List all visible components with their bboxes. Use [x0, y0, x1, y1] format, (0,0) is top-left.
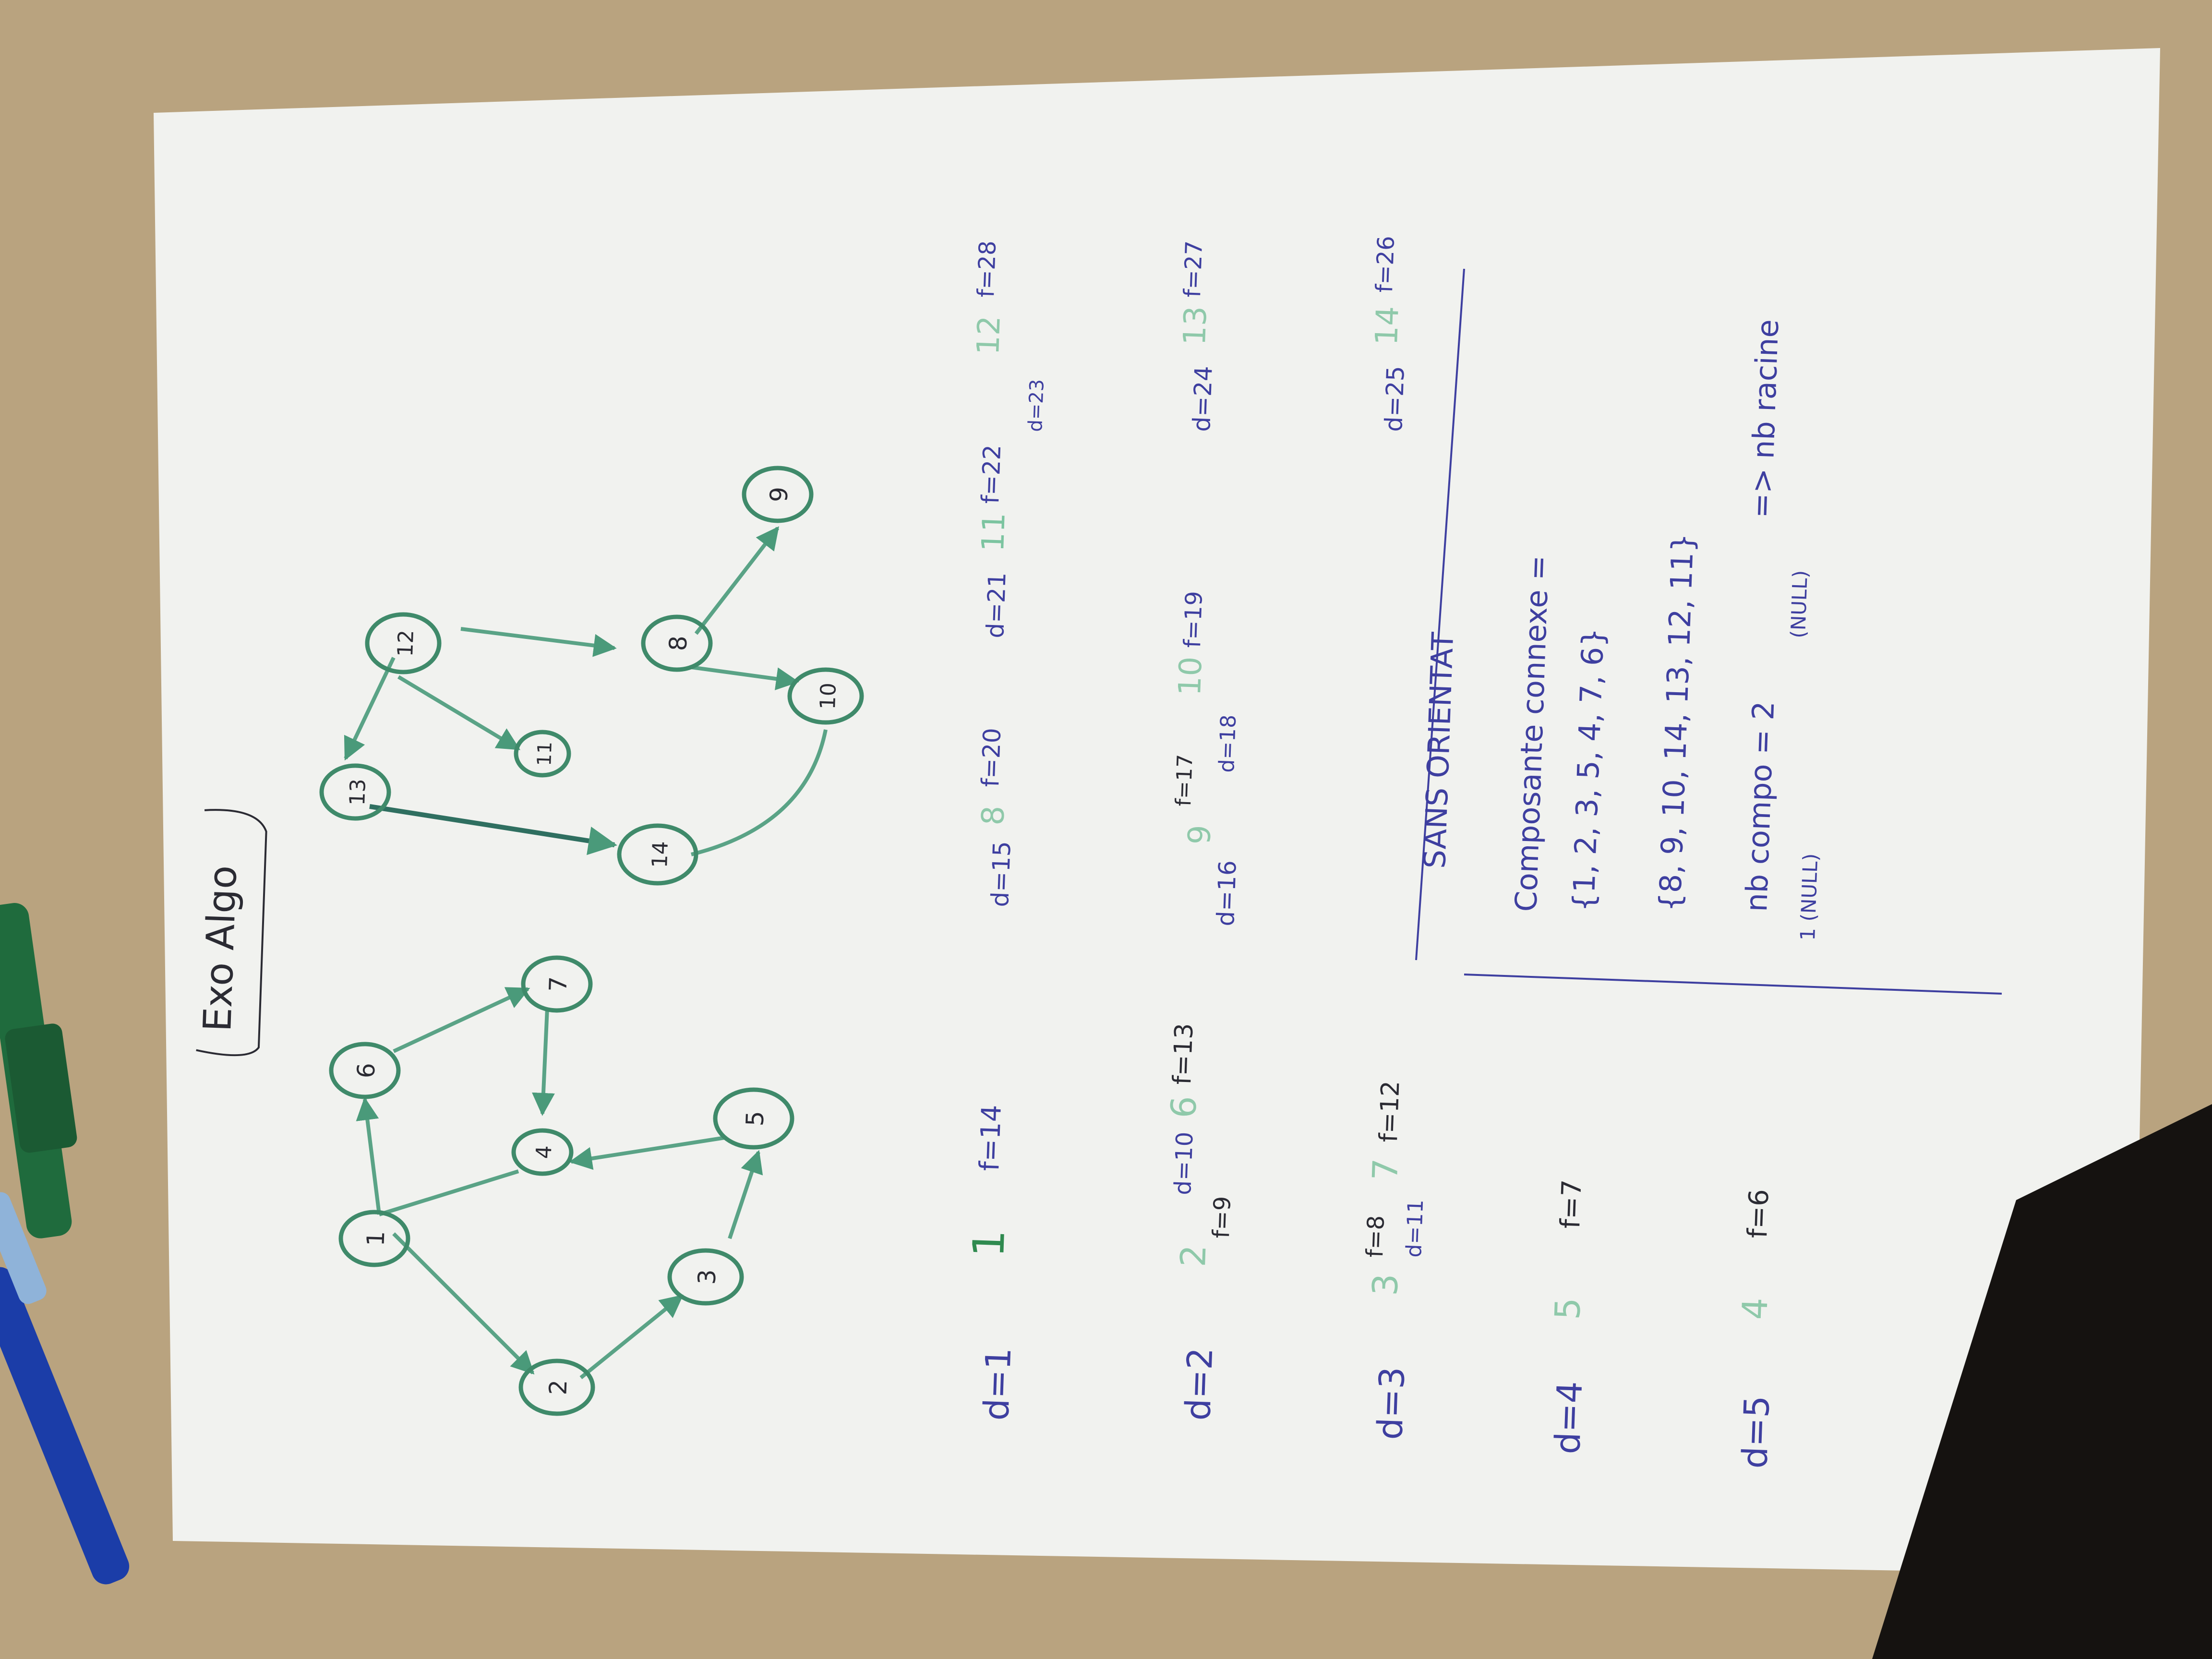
graph-node: 6: [329, 1042, 401, 1099]
paper-sheet: [154, 48, 2160, 1575]
green-pen: [0, 903, 77, 1238]
svg-text:9: 9: [1182, 824, 1218, 845]
graph-node: 10: [787, 667, 864, 725]
graph-node: 13: [319, 763, 391, 821]
svg-text:d=24: d=24: [1188, 365, 1218, 432]
svg-text:d=11: d=11: [1402, 1199, 1428, 1258]
dfs-row: d=15 8 f=20 d=21 11 f=22 d=23 12 f=28: [971, 240, 1048, 907]
graph-node: 4: [511, 1128, 574, 1176]
dfs-row: d=3 3 f=8 d=11 7 f=12: [1361, 1080, 1428, 1440]
page-title: Exo Algo: [195, 865, 245, 1033]
svg-text:7: 7: [1365, 1158, 1406, 1181]
svg-text:1: 1: [361, 1230, 390, 1247]
null-label-1: 1 (NULL): [1796, 853, 1822, 941]
svg-text:d=1: d=1: [976, 1347, 1019, 1421]
svg-text:2: 2: [544, 1379, 572, 1395]
svg-text:d=15: d=15: [986, 841, 1016, 907]
sans-orientat-section: SANS ORIENTAT Composante connexe = {1, 2…: [1415, 268, 2002, 995]
svg-text:11: 11: [975, 512, 1012, 553]
dfs-row: d=16 9 f=17 d=18 10 f=19 d=24 13 f=27: [1171, 240, 1242, 926]
svg-text:f=17: f=17: [1171, 754, 1198, 806]
graph-node: 14: [617, 823, 698, 886]
dfs-table-left: d=1 1 f=14 d=2 2 f=9 d=10 6 f=13 d=3 3 f…: [963, 1022, 1777, 1469]
svg-text:d=3: d=3: [1370, 1366, 1412, 1441]
graph-2: [344, 526, 828, 856]
svg-text:f=19: f=19: [1179, 590, 1208, 648]
svg-text:10: 10: [816, 682, 841, 710]
graph-node: 11: [514, 730, 571, 778]
svg-text:14: 14: [648, 841, 673, 868]
graph-node: 2: [518, 1358, 595, 1416]
svg-text:f=22: f=22: [976, 444, 1006, 504]
svg-text:4: 4: [532, 1145, 557, 1159]
graph-node: 3: [667, 1248, 744, 1306]
svg-text:f=14: f=14: [974, 1104, 1008, 1171]
svg-text:1: 1: [963, 1229, 1015, 1258]
svg-text:12: 12: [971, 315, 1008, 356]
svg-text:d=21: d=21: [981, 572, 1011, 638]
svg-text:f=13: f=13: [1168, 1022, 1199, 1085]
svg-text:f=9: f=9: [1208, 1196, 1236, 1239]
svg-text:d=23: d=23: [1024, 379, 1048, 432]
svg-text:7: 7: [544, 976, 572, 992]
graph-1-nodes: 1 2 3 4 5 6 7: [329, 955, 794, 1416]
svg-text:d=5: d=5: [1734, 1395, 1777, 1469]
svg-text:13: 13: [1177, 306, 1214, 346]
graph-node: 9: [742, 466, 814, 523]
svg-text:5: 5: [741, 1110, 769, 1127]
svg-text:9: 9: [765, 486, 793, 503]
svg-text:f=7: f=7: [1555, 1179, 1588, 1229]
svg-text:d=10: d=10: [1169, 1131, 1199, 1196]
null-label-2: (NULL): [1786, 570, 1812, 638]
svg-text:f=26: f=26: [1371, 235, 1400, 293]
svg-text:11: 11: [533, 741, 556, 766]
nb-compo: nb compo = 2: [1739, 700, 1781, 912]
svg-text:10: 10: [1172, 656, 1209, 697]
svg-text:d=18: d=18: [1214, 714, 1241, 773]
graph-node: 5: [713, 1087, 794, 1150]
svg-text:d=25: d=25: [1380, 365, 1410, 432]
svg-text:d=4: d=4: [1547, 1381, 1590, 1455]
svg-text:f=28: f=28: [973, 240, 1001, 298]
svg-text:5: 5: [1547, 1297, 1588, 1321]
svg-text:8: 8: [664, 635, 692, 651]
svg-text:f=8: f=8: [1361, 1215, 1390, 1258]
graph-2-nodes: 8 9 10 11 12 13 14: [319, 466, 864, 886]
graph-1: [356, 987, 763, 1380]
dfs-row: d=1 1 f=14: [963, 1104, 1019, 1421]
svg-text:13: 13: [345, 778, 371, 806]
svg-text:14: 14: [1369, 306, 1406, 346]
blue-pen: [0, 1192, 130, 1585]
svg-text:6: 6: [352, 1062, 380, 1079]
svg-text:d=2: d=2: [1178, 1347, 1220, 1421]
svg-text:f=20: f=20: [976, 727, 1006, 787]
svg-text:6: 6: [1163, 1095, 1204, 1119]
dfs-row: d=25 14 f=26: [1369, 235, 1410, 432]
dfs-row: d=4 5 f=7: [1547, 1179, 1590, 1455]
svg-text:12: 12: [393, 629, 419, 657]
graph-node: 8: [641, 614, 713, 672]
svg-text:f=27: f=27: [1179, 240, 1208, 298]
dfs-row: d=2 2 f=9 d=10 6 f=13: [1163, 1022, 1236, 1421]
svg-text:4: 4: [1734, 1297, 1776, 1321]
svg-text:3: 3: [1365, 1273, 1406, 1297]
svg-text:3: 3: [693, 1269, 721, 1285]
svg-text:f=12: f=12: [1374, 1080, 1405, 1142]
nb-racine: => nb racine: [1743, 319, 1785, 518]
graph-node: 1: [338, 1210, 410, 1267]
svg-text:8: 8: [975, 805, 1011, 826]
graph-node: 12: [365, 612, 442, 674]
svg-text:f=6: f=6: [1742, 1189, 1775, 1238]
svg-text:d=16: d=16: [1212, 860, 1242, 926]
dfs-table-right: d=15 8 f=20 d=21 11 f=22 d=23 12 f=28 d=…: [971, 235, 1410, 926]
title-block: Exo Algo: [195, 809, 267, 1057]
svg-text:2: 2: [1173, 1244, 1214, 1268]
dfs-row: d=5 4 f=6: [1734, 1189, 1777, 1469]
desk-shadow: [1872, 1104, 2212, 1659]
graph-node: 7: [521, 955, 593, 1013]
